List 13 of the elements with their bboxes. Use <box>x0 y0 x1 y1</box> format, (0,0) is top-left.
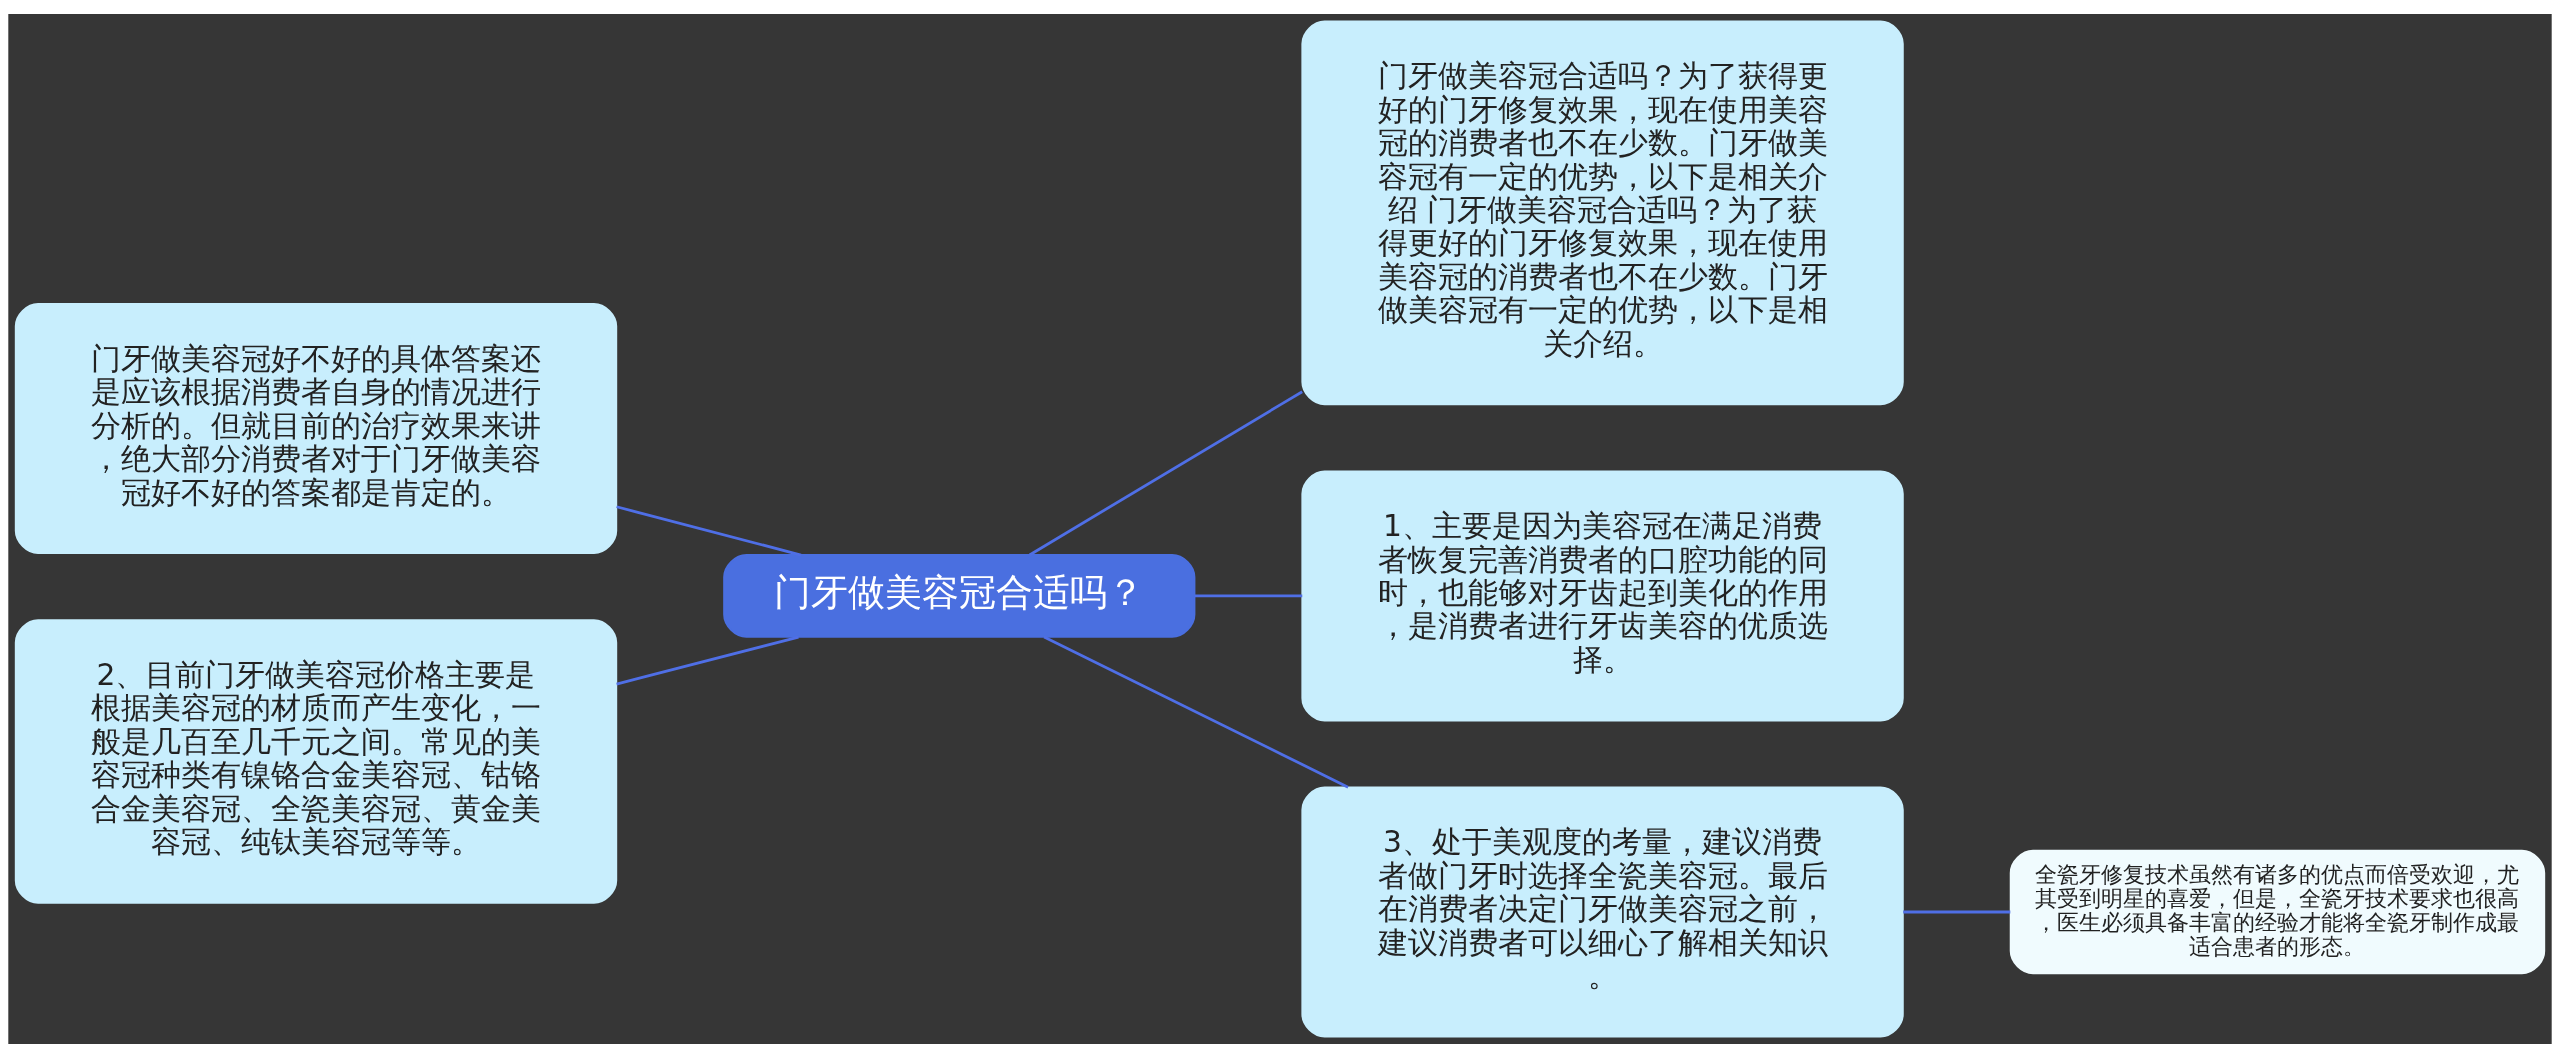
node-box: 2、目前门牙做美容冠价格主要是根据美容冠的材质而产生变化，一般是几百至几千元之间。常见的美容冠种类有镍铬合金美容冠、钴铬合金美容冠、全瓷美容冠、黄金美容冠、纯钛美容冠等等。 <box>14 618 618 904</box>
connector <box>1194 594 1303 597</box>
node-box: 全瓷牙修复技术虽然有诸多的优点而倍受欢迎，尤其受到明星的喜爱，但是，全瓷牙技术要求也很高，医生必须具备丰富的经验才能将全瓷牙制作成最适合患者的形态。 <box>2009 849 2546 974</box>
node-box: 3、处于美观度的考量，建议消费者做门牙时选择全瓷美容冠。最后在消费者决定门牙做美容冠之前，建议消费者可以细心了解相关知识。 <box>1301 786 1904 1037</box>
connector <box>1903 910 2011 913</box>
connector <box>1028 390 1303 556</box>
node-box: 门牙做美容冠合适吗？ <box>723 553 1196 638</box>
node-box: 门牙做美容冠好不好的具体答案还是应该根据消费者自身的情况进行分析的。但就目前的治疗效果来讲，绝大部分消费者对于门牙做美容冠好不好的答案都是肯定的。 <box>14 302 618 554</box>
connector <box>616 504 802 556</box>
connector <box>1043 635 1349 788</box>
node-box: 门牙做美容冠合适吗？为了获得更好的门牙修复效果，现在使用美容冠的消费者也不在少数。门牙做美容冠有一定的优势，以下是相关介绍 门牙做美容冠合适吗？为了获得更好的门牙修复效果，现在使用美容冠的消费者也不在少数。门牙做美容冠有一定的优势，以下是相关介绍。 <box>1301 20 1904 405</box>
connector <box>616 635 799 685</box>
node-box: 1、主要是因为美容冠在满足消费者恢复完善消费者的口腔功能的同时，也能够对牙齿起到美化的作用，是消费者进行牙齿美容的优质选择。 <box>1301 469 1904 721</box>
